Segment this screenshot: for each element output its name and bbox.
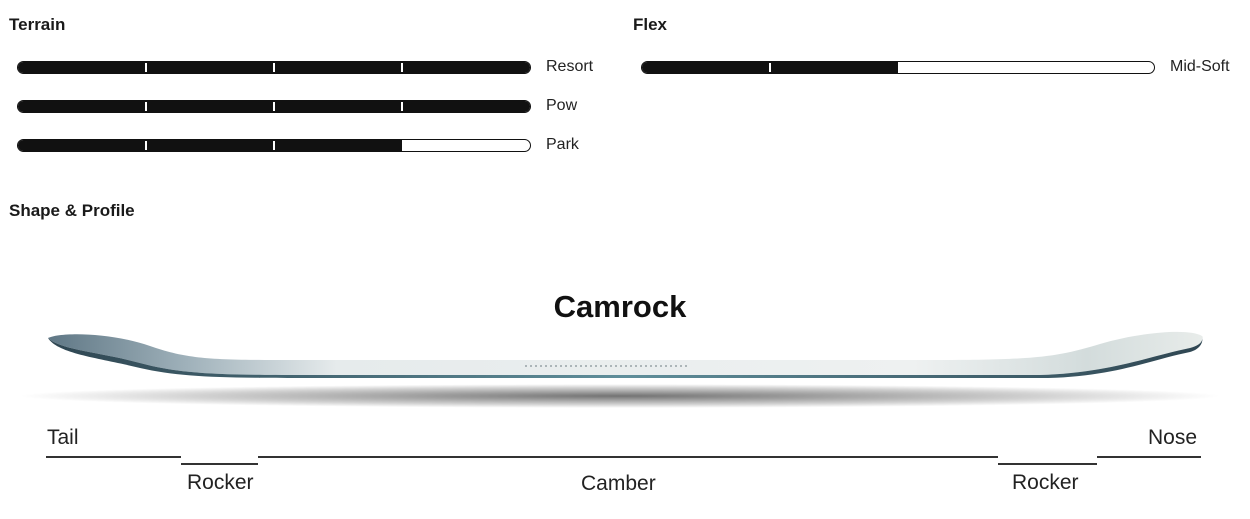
shape-profile-title: Shape & Profile xyxy=(9,201,135,220)
tail-line xyxy=(46,456,181,458)
rocker-left-line xyxy=(181,463,258,465)
flex-label: Mid-Soft xyxy=(1170,58,1230,75)
board-edge xyxy=(48,336,1203,378)
terrain-park-meter xyxy=(17,139,531,152)
meter-fill xyxy=(18,140,402,151)
snowboard-image xyxy=(20,331,1220,408)
flex-title: Flex xyxy=(633,15,668,34)
meter-tick xyxy=(401,102,403,111)
meter-tick xyxy=(273,102,275,111)
terrain-resort-label: Resort xyxy=(546,58,594,75)
meter-tick xyxy=(401,63,403,72)
terrain-pow-meter xyxy=(17,100,531,113)
nose-label: Nose xyxy=(1148,426,1198,449)
camber-line xyxy=(258,456,998,458)
terrain-pow-label: Pow xyxy=(546,97,578,114)
flex-meter xyxy=(641,61,1155,74)
tail-label: Tail xyxy=(47,426,79,449)
meter-tick xyxy=(273,63,275,72)
terrain-resort-meter xyxy=(17,61,531,74)
meter-tick xyxy=(145,63,147,72)
board-shadow xyxy=(20,384,1220,408)
camber-label: Camber xyxy=(581,472,656,495)
meter-tick xyxy=(145,102,147,111)
meter-tick xyxy=(145,141,147,150)
profile-name: Camrock xyxy=(553,289,687,324)
nose-line xyxy=(1097,456,1201,458)
meter-tick xyxy=(273,141,275,150)
board-body xyxy=(48,331,1203,375)
terrain-park-label: Park xyxy=(546,136,579,153)
terrain-title: Terrain xyxy=(9,15,66,34)
rocker-right-line xyxy=(998,463,1097,465)
rocker-right-label: Rocker xyxy=(1012,471,1079,494)
rocker-left-label: Rocker xyxy=(187,471,254,494)
meter-tick xyxy=(769,63,771,72)
